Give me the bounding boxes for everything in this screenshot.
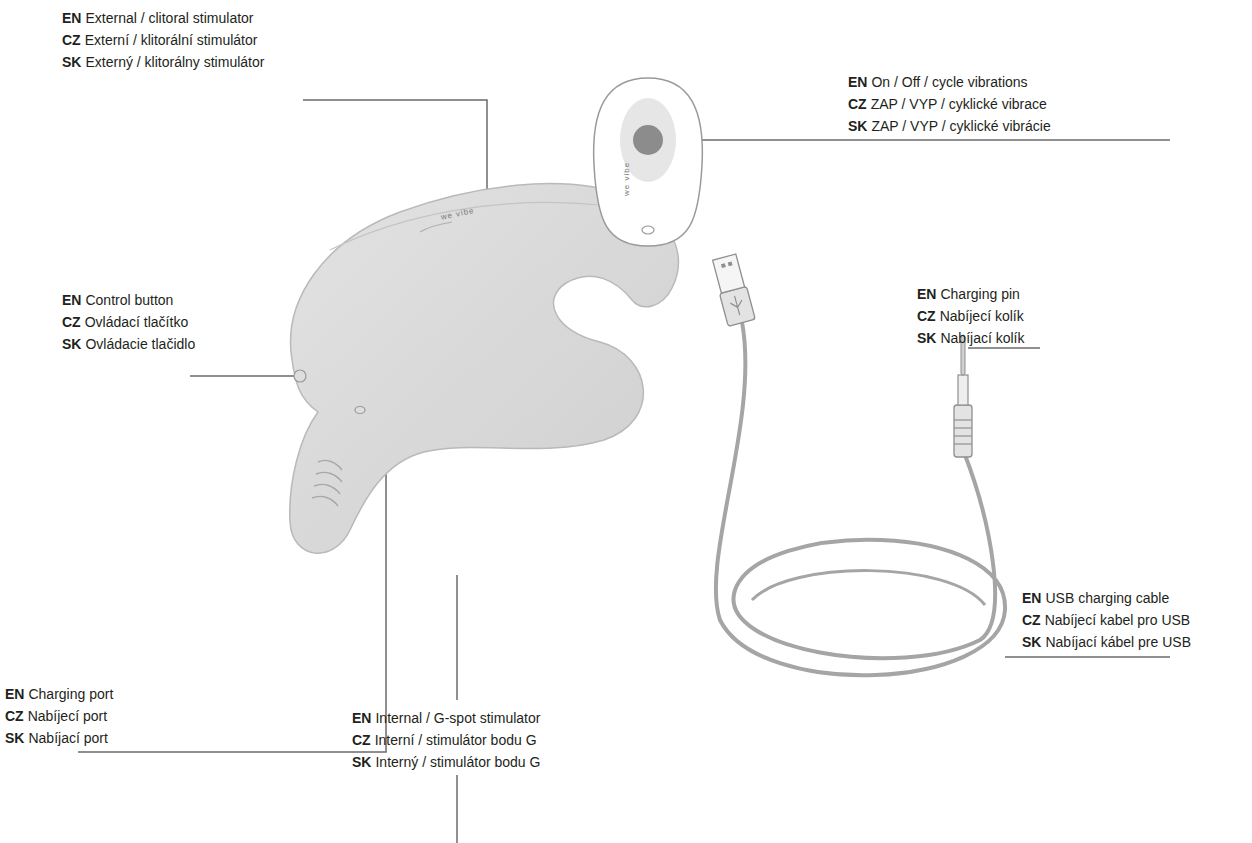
language-code: SK (62, 334, 81, 354)
part-name: Charging pin (940, 284, 1019, 304)
part-name: ZAP / VYP / cyklické vibrácie (871, 116, 1050, 136)
leader-line (1005, 656, 1170, 658)
language-code: SK (848, 116, 867, 136)
language-code: CZ (62, 30, 81, 50)
language-code: CZ (848, 94, 867, 114)
leader-line (303, 100, 487, 200)
part-name: Externí / klitorální stimulátor (85, 30, 258, 50)
language-code: EN (5, 684, 24, 704)
leader-line (456, 775, 458, 843)
language-code: EN (1022, 588, 1041, 608)
part-name: Charging port (28, 684, 113, 704)
part-name: Nabíjací kábel pre USB (1045, 632, 1191, 652)
language-code: SK (1022, 632, 1041, 652)
usb-plug (711, 254, 756, 327)
language-code: SK (352, 752, 371, 772)
language-code: SK (62, 52, 81, 72)
part-name: Nabíjací port (28, 728, 107, 748)
remote-control (594, 78, 703, 246)
language-code: EN (62, 290, 81, 310)
part-name: Internal / G-spot stimulator (375, 708, 540, 728)
leader-line (456, 575, 458, 700)
language-code: CZ (917, 306, 936, 326)
part-name: Control button (85, 290, 173, 310)
part-name: External / clitoral stimulator (85, 8, 253, 28)
language-code: CZ (62, 312, 81, 332)
part-name: Externý / klitorálny stimulátor (85, 52, 264, 72)
part-name: ZAP / VYP / cyklické vibrace (871, 94, 1047, 114)
language-code: EN (917, 284, 936, 304)
usb-cable (716, 322, 1005, 675)
part-name: Interní / stimulátor bodu G (375, 730, 537, 750)
part-name: Ovládacie tlačidlo (85, 334, 195, 354)
leader-line (968, 347, 1040, 349)
part-name: Nabíjecí kabel pro USB (1045, 610, 1191, 630)
language-code: CZ (1022, 610, 1041, 630)
charging-pin (954, 335, 972, 457)
brand-logo: we vibe (622, 162, 632, 196)
language-code: SK (5, 728, 24, 748)
part-name: Ovládací tlačítko (85, 312, 189, 332)
language-code: EN (62, 8, 81, 28)
language-code: EN (848, 72, 867, 92)
language-code: CZ (352, 730, 371, 750)
part-name: Nabíjecí port (28, 706, 107, 726)
language-code: SK (917, 328, 936, 348)
part-name: Interný / stimulátor bodu G (375, 752, 540, 772)
part-name: Nabíjecí kolík (940, 306, 1024, 326)
language-code: EN (352, 708, 371, 728)
part-name: On / Off / cycle vibrations (871, 72, 1027, 92)
language-code: CZ (5, 706, 24, 726)
leader-line (655, 139, 1170, 141)
leader-line (190, 375, 296, 377)
part-name: Nabíjací kolík (940, 328, 1024, 348)
part-name: USB charging cable (1045, 588, 1169, 608)
